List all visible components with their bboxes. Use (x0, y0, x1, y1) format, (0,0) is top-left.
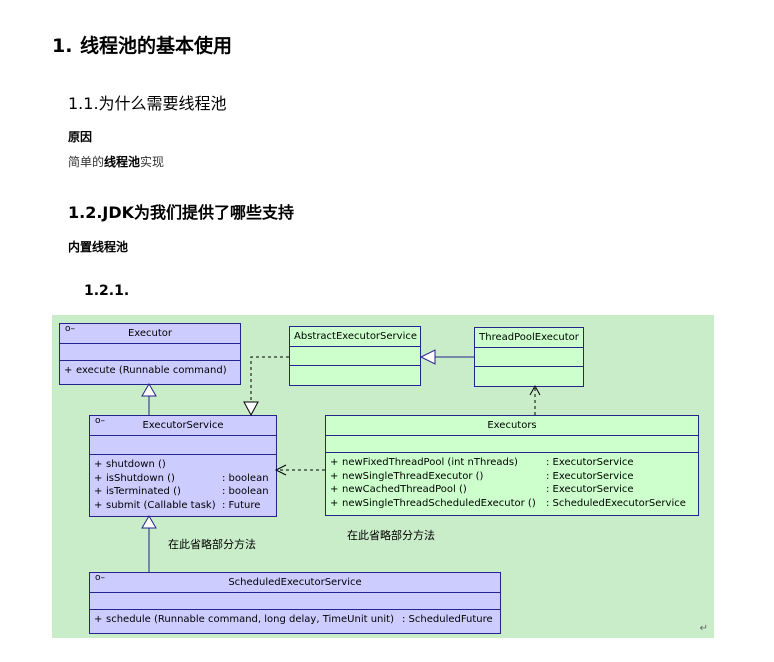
op-return: : Future (222, 499, 261, 511)
executors-op-3: + newSingleThreadScheduledExecutor () : … (330, 497, 694, 511)
builtin-text-part-a: 内置 (68, 240, 93, 254)
heading-1-number: 1. (52, 35, 73, 57)
op-return: : ExecutorService (546, 457, 634, 468)
executor-class-box: o– Executor + execute (Runnable command) (59, 323, 241, 385)
op-sign: + (330, 470, 339, 482)
uml-class-diagram: o– Executor + execute (Runnable command)… (52, 315, 714, 638)
scheduled-executor-service-attributes (90, 593, 500, 610)
abstract-implements-executor-service (243, 356, 289, 417)
op-return: : ScheduledExecutorService (546, 497, 686, 509)
executor-attributes (60, 344, 240, 361)
paragraph-return-mark: ↵ (699, 623, 708, 634)
executors-op-2: + newCachedThreadPool () : ExecutorServi… (330, 483, 694, 497)
abstract-executor-service-title: AbstractExecutorService (290, 327, 420, 347)
executor-service-name: ExecutorService (142, 420, 224, 431)
op-sign: + (94, 459, 103, 470)
heading-1-title: 线程池的基本使用 (80, 35, 233, 57)
heading-1-2-1: 1.2.1. (84, 283, 130, 299)
executor-name: Executor (127, 328, 173, 339)
reason-text-part-a: 简单的 (68, 155, 105, 169)
executor-service-operations: + shutdown () + isShutdown () : boolean … (90, 455, 276, 515)
scheduled-executor-service-extends-executor-service (141, 515, 157, 572)
thread-pool-executor-class-box: ThreadPoolExecutor (474, 327, 584, 387)
abstract-executor-service-name: AbstractExecutorService (294, 331, 418, 342)
executors-op-0: + newFixedThreadPool (int nThreads) : Ex… (330, 456, 694, 470)
executor-visibility: o– (65, 324, 76, 334)
executor-service-op-0: + shutdown () (94, 458, 272, 472)
scheduled-executor-service-visibility: o– (95, 573, 106, 583)
executor-service-op-2: + isTerminated () : boolean (94, 485, 272, 499)
reason-text-part-b: 线程池 (104, 155, 141, 169)
op-name: newCachedThreadPool () (342, 484, 467, 495)
reason-text-part-c: 实现 (140, 155, 165, 169)
executor-service-title: o– ExecutorService (90, 416, 276, 436)
op-name: schedule (Runnable command, long delay, … (106, 614, 394, 625)
builtin-text-part-b: 线程池 (92, 240, 129, 254)
uml-connectors (141, 349, 541, 572)
abstract-executor-service-attributes (290, 347, 420, 366)
executor-service-op-1: + isShutdown () : boolean (94, 472, 272, 486)
op-name: submit (Callable task) (106, 499, 216, 511)
reason-label: 原因 (68, 130, 93, 144)
op-name: newSingleThreadScheduledExecutor () (342, 497, 536, 509)
executors-class-box: Executors + newFixedThreadPool (int nThr… (325, 415, 699, 516)
op-sign: + (330, 484, 339, 495)
executor-op-0: + execute (Runnable command) (64, 364, 236, 378)
thread-pool-executor-name: ThreadPoolExecutor (479, 332, 579, 343)
executor-service-op-3: + submit (Callable task) : Future (94, 499, 272, 513)
thread-pool-executor-attributes (475, 348, 583, 367)
thread-pool-executor-extends-abstract (419, 349, 474, 365)
op-sign: + (94, 472, 103, 484)
scheduled-executor-service-operations: + schedule (Runnable command, long delay… (90, 610, 500, 630)
executor-service-extends-executor (141, 383, 157, 415)
op-sign: + (94, 486, 103, 497)
executors-uses-executor-service (274, 464, 325, 476)
executor-title: o– Executor (60, 324, 240, 344)
heading-1-2: 1.2.JDK为我们提供了哪些支持 (68, 203, 295, 222)
op-name: newFixedThreadPool (int nThreads) (342, 457, 518, 468)
executor-service-visibility: o– (95, 416, 106, 426)
op-name: isTerminated () (106, 486, 181, 497)
op-sign: + (330, 497, 339, 509)
op-return: : boolean (222, 486, 269, 497)
op-name: execute (Runnable command) (76, 365, 227, 376)
op-return: : ExecutorService (546, 484, 634, 495)
executors-title: Executors (326, 416, 698, 436)
executor-operations: + execute (Runnable command) (60, 361, 240, 381)
executors-operations: + newFixedThreadPool (int nThreads) : Ex… (326, 453, 698, 513)
note-omitted-methods-right: 在此省略部分方法 (347, 529, 435, 542)
abstract-executor-service-class-box: AbstractExecutorService (289, 326, 421, 386)
note-omitted-methods-left: 在此省略部分方法 (168, 538, 256, 551)
executor-service-attributes (90, 436, 276, 455)
op-return: : ExecutorService (546, 470, 634, 482)
op-return: : boolean (222, 472, 269, 484)
op-sign: + (94, 614, 103, 625)
op-sign: + (94, 499, 103, 511)
executors-op-1: + newSingleThreadExecutor () : ExecutorS… (330, 470, 694, 484)
op-name: newSingleThreadExecutor () (342, 470, 484, 482)
executor-service-class-box: o– ExecutorService + shutdown () + isShu… (89, 415, 277, 517)
executors-uses-thread-pool-executor (529, 384, 541, 415)
executors-attributes (326, 436, 698, 453)
op-return: : ScheduledFuture (402, 614, 493, 625)
op-sign: + (330, 457, 339, 468)
scheduled-executor-service-name: ScheduledExecutorService (228, 577, 362, 588)
scheduled-executor-service-op-0: + schedule (Runnable command, long delay… (94, 613, 496, 627)
thread-pool-executor-title: ThreadPoolExecutor (475, 328, 583, 348)
heading-1: 1. 线程池的基本使用 (52, 31, 232, 58)
op-sign: + (64, 365, 73, 376)
op-name: isShutdown () (106, 472, 175, 484)
executors-name: Executors (487, 420, 537, 431)
heading-1-1: 1.1.为什么需要线程池 (68, 94, 227, 113)
reason-text: 简单的线程池实现 (68, 153, 164, 170)
scheduled-executor-service-title: o– ScheduledExecutorService (90, 573, 500, 593)
scheduled-executor-service-class-box: o– ScheduledExecutorService + schedule (… (89, 572, 501, 634)
builtin-text: 内置线程池 (68, 238, 128, 255)
op-name: shutdown () (106, 459, 166, 470)
